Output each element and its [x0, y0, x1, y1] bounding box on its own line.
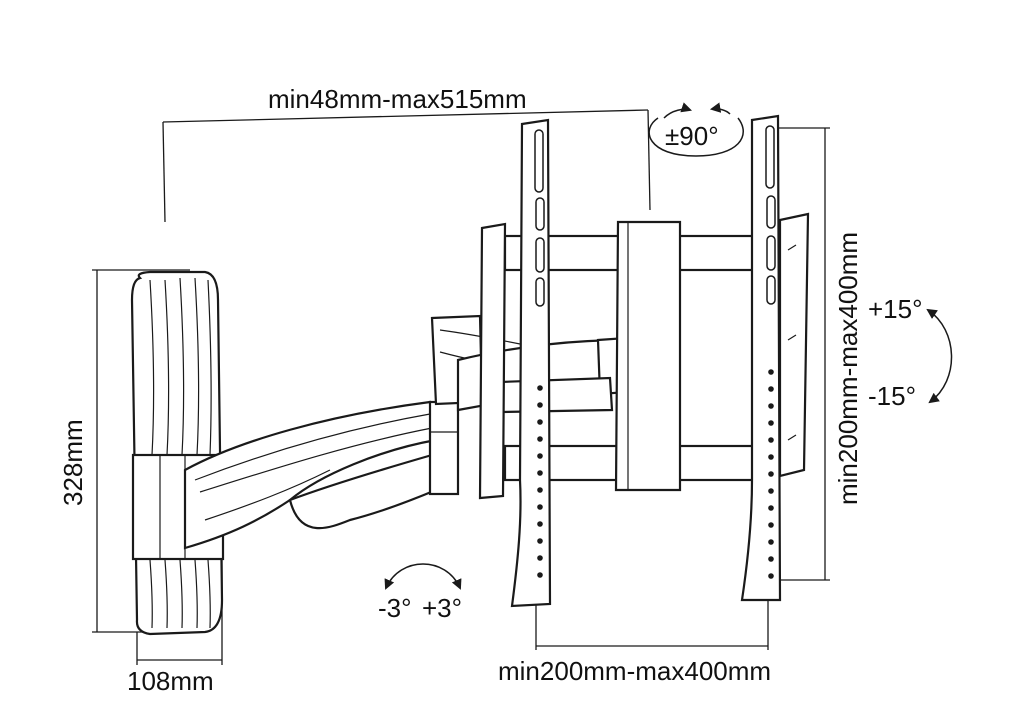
swivel-indicator: ±90°: [648, 102, 744, 157]
rail-hole: [537, 402, 543, 408]
rail-hole: [768, 437, 774, 443]
rail-hole: [537, 521, 543, 527]
right-rail-holes: [768, 369, 774, 579]
rail-hole: [537, 504, 543, 510]
wall-plate: [130, 270, 225, 636]
vesa-vertical-dimension: min200mm-max400mm: [778, 127, 863, 581]
articulating-arm: [183, 314, 630, 550]
rail-hole: [768, 454, 774, 460]
vesa-vertical-label: min200mm-max400mm: [833, 232, 863, 505]
top-extension-label: min48mm-max515mm: [268, 84, 527, 114]
right-vertical-rail: [740, 114, 782, 602]
rail-hole: [537, 538, 543, 544]
left-vertical-rail: [510, 118, 552, 608]
rail-hole: [537, 436, 543, 442]
rail-hole: [768, 403, 774, 409]
level-right-label: +3°: [422, 593, 462, 623]
rail-hole: [768, 471, 774, 477]
plate-width-label: 108mm: [127, 666, 214, 696]
rail-hole: [768, 522, 774, 528]
rail-hole: [537, 555, 543, 561]
rail-hole: [537, 487, 543, 493]
rail-hole: [768, 386, 774, 392]
rail-hole: [768, 573, 774, 579]
plate-width-dimension: 108mm: [127, 560, 223, 696]
vesa-horizontal-dimension: min200mm-max400mm: [498, 600, 771, 686]
level-indicator: -3° +3°: [378, 563, 462, 623]
rail-hole: [537, 385, 543, 391]
height-label: 328mm: [58, 419, 88, 506]
rail-hole: [768, 488, 774, 494]
vesa-horizontal-label: min200mm-max400mm: [498, 656, 771, 686]
tilt-up-label: +15°: [868, 294, 923, 324]
rail-hole: [768, 539, 774, 545]
tilt-down-label: -15°: [868, 381, 916, 411]
level-left-label: -3°: [378, 593, 412, 623]
rail-hole: [537, 572, 543, 578]
left-rail-holes: [537, 385, 543, 578]
rail-hole: [537, 470, 543, 476]
rail-hole: [768, 420, 774, 426]
swivel-label: ±90°: [665, 121, 719, 151]
height-dimension: 328mm: [58, 269, 190, 633]
rail-hole: [537, 419, 543, 425]
rail-hole: [768, 556, 774, 562]
rail-hole: [768, 505, 774, 511]
rail-hole: [768, 369, 774, 375]
top-extension-dimension: min48mm-max515mm: [162, 84, 651, 223]
tilt-indicator: +15° -15°: [868, 294, 953, 411]
rail-hole: [537, 453, 543, 459]
